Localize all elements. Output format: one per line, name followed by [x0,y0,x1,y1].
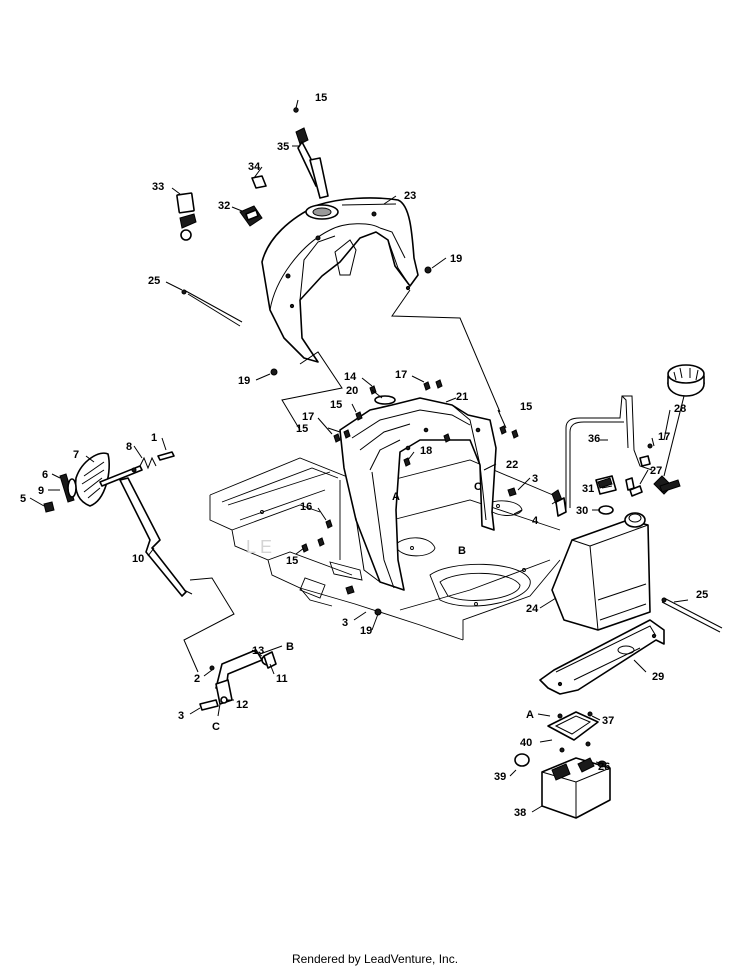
callout-8: 8 [126,441,132,453]
ref-letter-c-linkage: C [212,721,220,733]
callout-28: 28 [674,403,686,415]
callout-32: 32 [218,200,230,212]
callout-17-right: 17 [658,431,670,443]
callout-31: 31 [582,483,594,495]
battery-hold-down [547,711,599,753]
tank-bracket [539,619,665,695]
callout-19-low: 19 [360,625,372,637]
reference-letters: A C B B C A [212,481,534,733]
callout-37: 37 [602,715,614,727]
footer-credit: Rendered by LeadVenture, Inc. [291,952,459,966]
callout-33: 33 [152,181,164,193]
callout-11: 11 [276,673,288,685]
fuel-cap [653,364,705,495]
callout-24: 24 [526,603,539,615]
fuel-vent-line [565,395,653,510]
ref-letter-b-linkage: B [286,641,294,653]
screw-15-top [293,107,299,113]
ref-letter-a-battery: A [526,709,534,721]
callout-19-upper: 19 [450,253,462,265]
battery [514,753,611,819]
callout-4: 4 [532,515,539,527]
callout-22: 22 [506,459,518,471]
lower-console [339,395,497,616]
callout-35: 35 [277,141,289,153]
callout-39: 39 [494,771,506,783]
callout-25-right: 25 [696,589,708,601]
callout-labels: 15 35 34 33 32 23 19 25 19 14 17 20 21 1… [20,92,708,819]
callout-12: 12 [236,699,248,711]
callout-15-mid: 15 [330,399,342,411]
callout-36: 36 [588,433,600,445]
fuel-tank [551,497,651,631]
callout-9: 9 [38,485,44,497]
ignition-key [176,192,197,241]
callout-26: 26 [598,761,610,773]
callout-15-left: 15 [296,423,308,435]
dash-panel [261,197,419,363]
callout-10: 10 [132,553,144,565]
console-screws [301,379,563,595]
callout-15-right: 15 [520,401,532,413]
callout-27: 27 [650,465,662,477]
callout-15-low: 15 [286,555,298,567]
callout-18: 18 [420,445,432,457]
callout-6: 6 [42,469,48,481]
callout-38: 38 [514,807,526,819]
callout-23: 23 [404,190,416,202]
leader-lines [29,99,689,813]
parts-diagram: LE [20,92,723,819]
callout-15: 15 [315,92,327,104]
ref-letter-a-console: A [392,491,400,503]
callout-40: 40 [520,737,532,749]
callout-20: 20 [346,385,358,397]
callout-2: 2 [194,673,200,685]
watermark-text: LE [246,537,276,557]
nut-19-upper [424,266,432,274]
pedal-assembly [43,451,193,597]
callout-3-right: 3 [532,473,538,485]
callout-16: 16 [300,501,312,513]
callout-7: 7 [73,449,79,461]
callout-21: 21 [456,391,468,403]
fuel-valve [595,443,653,515]
switch-32 [239,205,263,227]
callout-3-low: 3 [342,617,348,629]
cable-tie-right [661,597,723,633]
callout-29: 29 [652,671,664,683]
callout-13: 13 [252,645,264,657]
callout-25-left: 25 [148,275,160,287]
ref-letter-c-console: C [474,481,482,493]
throttle-control [295,127,329,199]
callout-3-pedal: 3 [178,710,184,722]
callout-17-top: 17 [395,369,407,381]
ref-letter-b-console: B [458,545,466,557]
callout-1: 1 [151,432,157,444]
callout-19-left: 19 [238,375,250,387]
cable-tie-left [181,289,243,327]
pedal-linkage [199,649,277,711]
callout-5: 5 [20,493,26,505]
callout-14: 14 [344,371,357,383]
nut-19-left [270,368,278,376]
callout-17-left: 17 [302,411,314,423]
callout-30: 30 [576,505,588,517]
clip-34 [251,175,267,189]
callout-34: 34 [248,161,261,173]
